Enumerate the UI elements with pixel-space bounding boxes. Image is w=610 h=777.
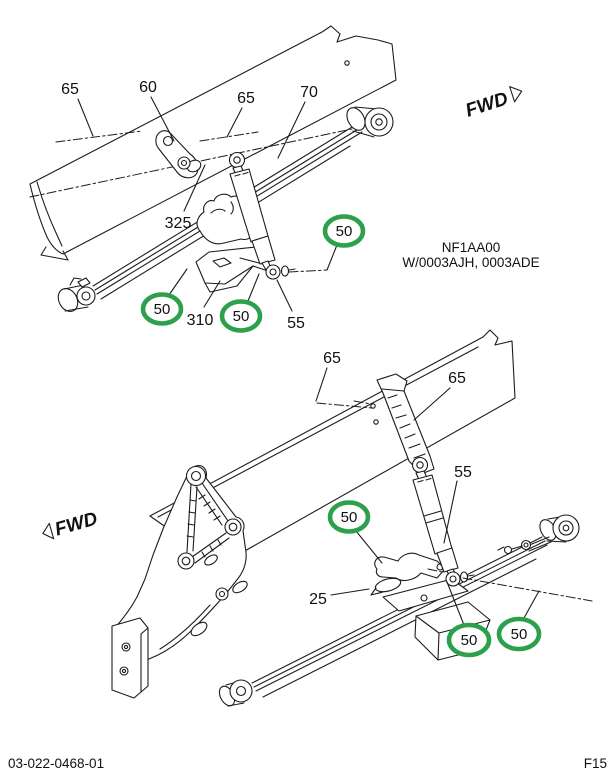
callout-65-right: 65 (237, 90, 255, 107)
note-line1: NF1AA00 (442, 240, 501, 255)
spring-front-eye-bottom (218, 679, 253, 707)
leader-lines-bottom (315, 367, 540, 626)
highlighted-callout-50[interactable]: 50 (219, 299, 263, 333)
highlight-label: 50 (461, 632, 478, 649)
frame-bracket (111, 465, 248, 699)
doc-number: 03-022-0468-01 (8, 756, 104, 771)
fwd-arrow-left-icon (42, 522, 55, 540)
fwd-direction-bottom: FWD (42, 508, 101, 541)
spring-rear-eye-top (346, 106, 394, 138)
centerline (427, 568, 443, 573)
shock-absorber-top (228, 151, 296, 280)
highlight-label: 50 (341, 509, 358, 526)
callout-65-left: 65 (323, 350, 341, 367)
fwd-label: FWD (53, 508, 101, 540)
leader-lines-top (77, 96, 338, 312)
highlight-label: 50 (336, 223, 353, 240)
highlight-label: 50 (511, 626, 528, 643)
highlight-label: 50 (233, 308, 250, 325)
highlighted-callout-50[interactable]: 50 (496, 616, 542, 652)
centerline (199, 131, 259, 142)
highlight-label: 50 (154, 301, 171, 318)
fwd-label: FWD (463, 88, 511, 121)
highlighted-callout-50[interactable]: 50 (140, 292, 184, 326)
callout-25: 25 (309, 591, 327, 608)
leaf-spring-bottom (251, 536, 548, 698)
spring-rear-eye-bottom (497, 514, 580, 555)
highlight-oval[interactable] (140, 292, 184, 326)
centerline (353, 400, 372, 405)
note-line2: W/0003AJH, 0003ADE (402, 255, 539, 270)
figure-ref: F15 (584, 756, 607, 771)
shock-hanger-bracket (376, 373, 435, 475)
highlighted-callout-50[interactable]: 50 (322, 214, 366, 248)
callout-55: 55 (287, 315, 305, 332)
frame-rail-top (29, 25, 397, 261)
top-callout-labels: 65 60 65 70 325 310 55 (61, 79, 318, 332)
highlight-oval[interactable] (496, 616, 542, 652)
footer: 03-022-0468-01 F15 (8, 756, 607, 771)
highlighted-callout-50[interactable]: 50 (446, 622, 492, 658)
fwd-arrow-right-icon (509, 86, 523, 103)
centerline (462, 577, 593, 602)
bottom-callout-labels: 65 65 55 25 (309, 350, 472, 608)
callout-55: 55 (454, 464, 472, 481)
centerline (55, 130, 143, 143)
shock-absorber-bottom (411, 456, 475, 587)
callout-70: 70 (300, 84, 318, 101)
callout-65-left: 65 (61, 81, 79, 98)
highlight-oval[interactable] (327, 500, 371, 534)
highlight-oval[interactable] (219, 299, 263, 333)
highlight-oval[interactable] (446, 622, 492, 658)
callout-310: 310 (187, 312, 214, 329)
highlight-oval[interactable] (322, 214, 366, 248)
shock-lower-bracket (370, 552, 446, 596)
bottom-assembly (111, 329, 593, 707)
callout-65-right: 65 (448, 370, 466, 387)
variant-note: NF1AA00 W/0003AJH, 0003ADE (402, 240, 539, 270)
callout-325: 325 (165, 215, 192, 232)
centerline (288, 269, 328, 273)
spring-front-eye-top (57, 277, 96, 312)
fwd-direction-top: FWD (463, 86, 523, 122)
callout-60: 60 (139, 79, 157, 96)
centerline (316, 402, 373, 409)
highlighted-callout-50[interactable]: 50 (327, 500, 371, 534)
top-assembly (29, 25, 397, 312)
shackle (155, 130, 202, 179)
